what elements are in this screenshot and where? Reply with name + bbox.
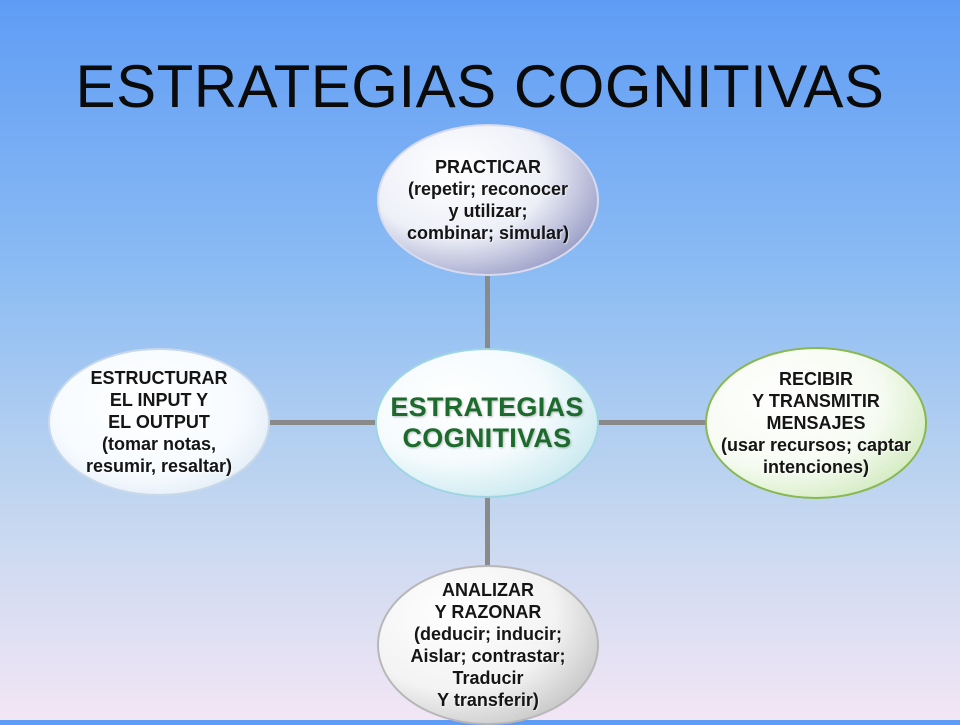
node-line: ESTRUCTURAR: [90, 368, 228, 388]
node-line: (deducir; inducir;: [414, 624, 562, 644]
node-line: EL OUTPUT: [108, 412, 210, 432]
node-center-text: ESTRATEGIAS COGNITIVAS: [390, 392, 583, 454]
center-line: COGNITIVAS: [402, 423, 572, 453]
node-recibir: RECIBIR Y TRANSMITIR MENSAJES (usar recu…: [705, 347, 927, 499]
node-line: combinar; simular): [406, 223, 570, 243]
connector-top: [485, 274, 490, 350]
node-line: (usar recursos; captar: [720, 435, 912, 455]
node-line: RECIBIR: [778, 369, 853, 389]
node-line: Traducir: [452, 668, 524, 688]
node-line: PRACTICAR: [434, 157, 541, 177]
node-line: EL INPUT Y: [109, 390, 209, 410]
node-line: Y TRANSMITIR: [752, 391, 880, 411]
connector-bottom: [485, 496, 490, 568]
node-center: ESTRATEGIAS COGNITIVAS: [375, 348, 599, 498]
node-line: (tomar notas,: [101, 434, 216, 454]
node-line: Y transferir): [437, 690, 539, 710]
node-line: Y RAZONAR: [434, 602, 542, 622]
connector-right: [597, 420, 707, 425]
node-practicar: PRACTICAR (repetir; reconocer y utilizar…: [377, 124, 599, 276]
node-line: Aislar; contrastar;: [410, 646, 566, 666]
connector-left: [268, 420, 377, 425]
center-line: ESTRATEGIAS: [390, 392, 584, 422]
node-estructurar: ESTRUCTURAR EL INPUT Y EL OUTPUT (tomar …: [48, 348, 270, 496]
node-analizar: ANALIZAR Y RAZONAR (deducir; inducir; Ai…: [377, 565, 599, 725]
node-recibir-text: RECIBIR Y TRANSMITIR MENSAJES (usar recu…: [721, 368, 911, 478]
node-line: resumir, resaltar): [85, 456, 233, 476]
node-line: ANALIZAR: [442, 580, 534, 600]
node-practicar-text: PRACTICAR (repetir; reconocer y utilizar…: [407, 156, 569, 244]
node-estructurar-text: ESTRUCTURAR EL INPUT Y EL OUTPUT (tomar …: [86, 367, 232, 477]
node-line: MENSAJES: [766, 413, 866, 433]
node-line: y utilizar;: [448, 201, 528, 221]
node-analizar-text: ANALIZAR Y RAZONAR (deducir; inducir; Ai…: [410, 579, 565, 711]
page-title: ESTRATEGIAS COGNITIVAS: [75, 53, 885, 120]
node-line: intenciones): [762, 457, 869, 477]
node-line: (repetir; reconocer: [407, 179, 569, 199]
